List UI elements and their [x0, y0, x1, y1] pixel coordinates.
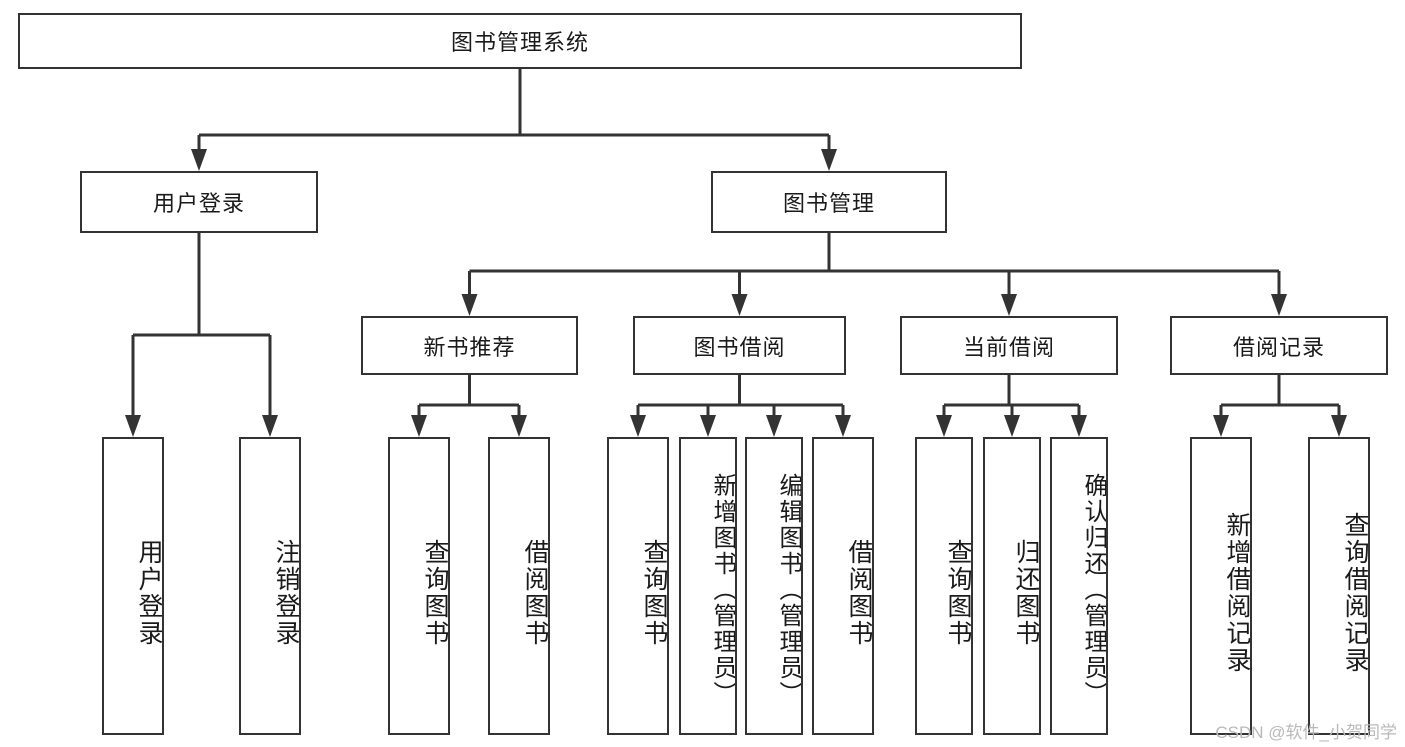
node-label: 新增图书（管理员） — [709, 473, 736, 707]
edge-arrowhead — [191, 149, 207, 171]
node-root[interactable]: 图书管理系统 — [18, 13, 1022, 69]
node-label: 当前借阅 — [962, 334, 1055, 360]
node-label: 图书借阅 — [693, 334, 786, 360]
node-label: 查询图书 — [640, 539, 668, 647]
edge-arrowhead — [461, 294, 478, 316]
edge-arrowhead — [1271, 294, 1287, 316]
node-login[interactable]: 用户登录 — [80, 171, 318, 233]
node-current[interactable]: 当前借阅 — [900, 316, 1118, 375]
node-f8[interactable]: 借阅图书 — [812, 437, 874, 735]
node-record[interactable]: 借阅记录 — [1170, 316, 1388, 375]
node-label: 用户登录 — [135, 539, 163, 647]
node-label: 新书推荐 — [423, 334, 516, 360]
node-label: 注销登录 — [272, 539, 300, 647]
node-f12[interactable]: 新增借阅记录 — [1190, 437, 1252, 735]
node-label: 查询图书 — [944, 539, 972, 647]
node-label: 借阅图书 — [521, 539, 549, 647]
node-bookmgmt[interactable]: 图书管理 — [711, 171, 947, 233]
node-f9[interactable]: 查询图书 — [915, 437, 973, 735]
edge-arrowhead — [1071, 415, 1087, 437]
node-f4[interactable]: 借阅图书 — [488, 437, 550, 735]
node-f5[interactable]: 查询图书 — [607, 437, 669, 735]
node-label: 查询借阅记录 — [1341, 512, 1369, 674]
edge-arrowhead — [1004, 415, 1020, 437]
node-f1[interactable]: 用户登录 — [102, 437, 164, 735]
node-label: 借阅图书 — [845, 539, 873, 647]
watermark-text: CSDN @软件_小贺同学 — [1215, 723, 1397, 742]
edge-arrowhead — [262, 415, 278, 437]
edge-arrowhead — [700, 415, 716, 437]
node-label: 新增借阅记录 — [1223, 512, 1251, 674]
node-label: 借阅记录 — [1232, 334, 1325, 360]
edge-arrowhead — [1001, 294, 1017, 316]
edge-arrowhead — [511, 415, 527, 437]
node-label: 确认归还（管理员） — [1080, 473, 1107, 707]
edge-arrowhead — [766, 415, 782, 437]
edge-arrowhead — [835, 415, 851, 437]
node-f13[interactable]: 查询借阅记录 — [1308, 437, 1370, 735]
node-f11[interactable]: 确认归还（管理员） — [1050, 437, 1108, 735]
edge-arrowhead — [936, 415, 952, 437]
node-label: 用户登录 — [152, 191, 245, 216]
node-label: 图书管理系统 — [450, 30, 589, 55]
edge-arrowhead — [731, 294, 748, 316]
node-label: 编辑图书（管理员） — [775, 473, 802, 707]
node-f6[interactable]: 新增图书（管理员） — [679, 437, 737, 735]
edge-arrowhead — [1213, 415, 1229, 437]
node-label: 归还图书 — [1012, 539, 1040, 647]
node-f7[interactable]: 编辑图书（管理员） — [745, 437, 803, 735]
edge-arrowhead — [821, 149, 837, 171]
node-newbook[interactable]: 新书推荐 — [361, 316, 578, 375]
node-label: 查询图书 — [421, 539, 449, 647]
edge-arrowhead — [411, 415, 427, 437]
node-f2[interactable]: 注销登录 — [239, 437, 301, 735]
edge-arrowhead — [125, 415, 141, 437]
edge-arrowhead — [630, 415, 646, 437]
node-label: 图书管理 — [782, 191, 875, 216]
edge-arrowhead — [1331, 415, 1347, 437]
node-f10[interactable]: 归还图书 — [983, 437, 1041, 735]
node-f3[interactable]: 查询图书 — [388, 437, 450, 735]
node-borrow[interactable]: 图书借阅 — [633, 316, 846, 375]
